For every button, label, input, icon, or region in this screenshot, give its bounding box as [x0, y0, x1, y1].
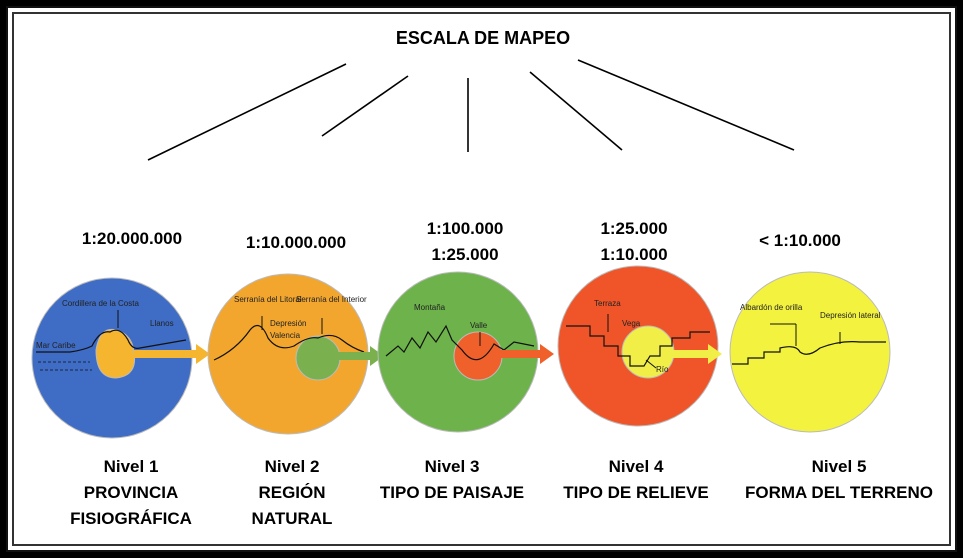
level-2-name-line-2: NATURAL [251, 509, 333, 528]
connector-line-4 [529, 71, 623, 151]
level-5-scale: < 1:10.000 [740, 228, 860, 254]
level-5-label-1: Depresión lateral [820, 311, 881, 320]
level-1-circle-group: Cordillera de la Costa Llanos Mar Caribe [31, 277, 193, 439]
level-4-number: Nivel 4 [608, 457, 664, 476]
level-5-terrain-line [732, 341, 886, 365]
connector-line-1 [147, 63, 347, 161]
level-3-terrain-line [385, 324, 535, 361]
level-2-terrain-line [213, 324, 365, 361]
level-1-dashed-lines [38, 361, 92, 371]
level-2-scale: 1:10.000.000 [226, 230, 366, 256]
level-3-scale-line-2: 1:25.000 [431, 245, 499, 264]
level-4-pointer-b [645, 359, 657, 369]
level-1-label-2: Mar Caribe [36, 341, 76, 350]
connector-line-2 [321, 75, 409, 137]
level-5-name-line-1: FORMA DEL TERRENO [745, 483, 933, 502]
arrow-1-2 [134, 344, 210, 364]
level-1-caption: Nivel 1 PROVINCIA FISIOGRÁFICA [56, 454, 206, 532]
level-4-scale-line-1: 1:25.000 [600, 219, 668, 238]
diagram-title: ESCALA DE MAPEO [395, 28, 571, 48]
level-1-number: Nivel 1 [103, 457, 159, 476]
level-3-scale-line-1: 1:100.000 [426, 219, 504, 238]
level-4-scale: 1:25.000 1:10.000 [584, 216, 684, 268]
level-4-terrain-line [566, 325, 710, 367]
level-5-scale-line-1: < 1:10.000 [759, 231, 841, 250]
level-2-label-0: Serranía del Litoral [234, 295, 302, 304]
level-5-label-0: Albardón de orilla [740, 303, 803, 312]
level-5-circle [729, 271, 891, 433]
level-5-caption: Nivel 5 FORMA DEL TERRENO [734, 454, 944, 506]
title-connectors [147, 59, 795, 161]
level-1-name-line-2: FISIOGRÁFICA [70, 509, 192, 528]
level-3-label-0: Montaña [414, 303, 446, 312]
level-1-label-0: Cordillera de la Costa [62, 299, 139, 308]
level-4-name-line-1: TIPO DE RELIEVE [563, 483, 709, 502]
level-2-label-2: Depresión [270, 319, 306, 328]
level-4-label-0: Terraza [594, 299, 621, 308]
arrow-3-4 [500, 344, 554, 364]
arrow-2-3 [338, 346, 384, 366]
level-3-caption: Nivel 3 TIPO DE PAISAJE [362, 454, 542, 506]
level-5-number: Nivel 5 [811, 457, 867, 476]
level-1-scale-line-1: 1:20.000.000 [81, 229, 183, 248]
level-4-circle-group: Terraza Vega Río [557, 265, 719, 427]
level-3-circle-group: Montaña Valle [377, 271, 539, 433]
level-2-caption: Nivel 2 REGIÓN NATURAL [232, 454, 352, 532]
level-2-name-line-1: REGIÓN [258, 483, 326, 502]
arrow-4-5 [672, 344, 722, 364]
level-3-inner-circle [453, 331, 503, 381]
level-5-circle-group: Albardón de orilla Depresión lateral [729, 271, 891, 433]
connector-line-5 [577, 59, 795, 151]
level-2-label-3: Valencia [270, 331, 301, 340]
level-4-label-2: Río [656, 365, 669, 374]
level-4-caption: Nivel 4 TIPO DE RELIEVE [546, 454, 726, 506]
level-1-scale: 1:20.000.000 [62, 226, 202, 252]
level-1-label-1: Llanos [150, 319, 174, 328]
level-1-terrain-line [36, 329, 187, 353]
level-1-name-line-1: PROVINCIA [83, 483, 179, 502]
level-2-scale-line-1: 1:10.000.000 [245, 233, 347, 252]
level-3-name-line-1: TIPO DE PAISAJE [379, 483, 525, 502]
level-4-label-1: Vega [622, 319, 641, 328]
level-3-scale: 1:100.000 1:25.000 [410, 216, 520, 268]
level-3-number: Nivel 3 [424, 457, 480, 476]
level-2-label-1: Serranía del Interior [296, 295, 367, 304]
level-4-scale-line-2: 1:10.000 [600, 245, 668, 264]
level-2-number: Nivel 2 [264, 457, 320, 476]
level-3-label-1: Valle [470, 321, 488, 330]
level-2-inner-circle [295, 335, 341, 381]
